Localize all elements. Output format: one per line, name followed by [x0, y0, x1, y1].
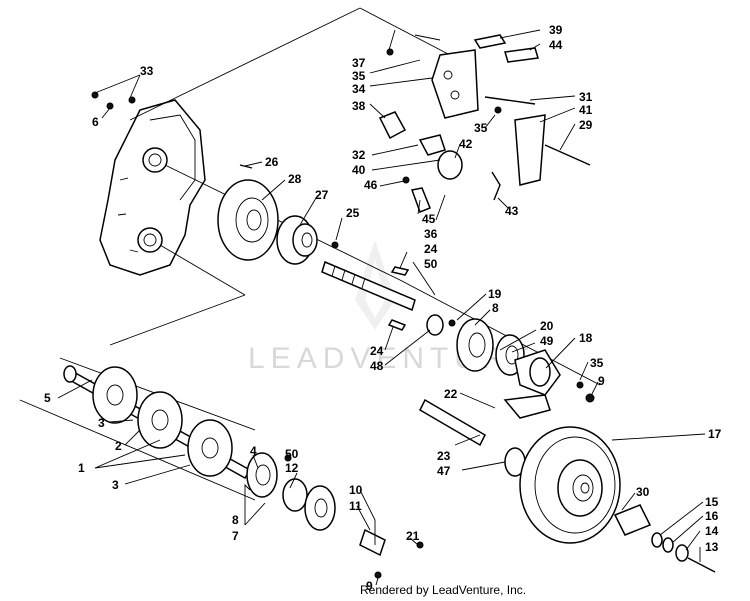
callout-48: 48 — [370, 359, 384, 373]
callout-50-bottom: 50 — [285, 447, 299, 461]
callout-18: 18 — [579, 331, 593, 345]
jackshaft-bearing-assembly — [426, 314, 595, 403]
render-credit: Rendered by LeadVenture, Inc. — [360, 583, 527, 597]
callout-11: 11 — [349, 499, 362, 513]
callout-25: 25 — [346, 206, 360, 220]
callout-36: 36 — [424, 227, 438, 241]
screw-26 — [239, 164, 253, 169]
callout-23: 23 — [437, 449, 451, 463]
callout-15: 15 — [705, 495, 719, 509]
callout-4: 4 — [250, 444, 257, 458]
callout-43: 43 — [505, 204, 519, 218]
callout-29: 29 — [579, 118, 593, 132]
brake-disc-17 — [519, 426, 621, 544]
callout-24-bottom: 24 — [370, 344, 384, 358]
callout-35-top: 35 — [352, 69, 366, 83]
axle-bearing-assembly — [246, 452, 424, 579]
callout-34: 34 — [352, 82, 366, 96]
callout-38: 38 — [352, 99, 366, 113]
callout-1: 1 — [78, 461, 85, 475]
callout-21: 21 — [406, 529, 420, 543]
callout-16: 16 — [705, 509, 719, 523]
callout-7: 7 — [232, 529, 239, 543]
callout-26: 26 — [265, 155, 279, 169]
callout-5: 5 — [44, 391, 51, 405]
callout-2: 2 — [115, 439, 122, 453]
callout-33: 33 — [140, 64, 154, 78]
key-24b — [387, 319, 407, 331]
callout-19: 19 — [488, 287, 502, 301]
callout-32: 32 — [352, 148, 366, 162]
callout-27: 27 — [315, 188, 329, 202]
callout-12: 12 — [285, 461, 299, 475]
callout-37: 37 — [352, 56, 366, 70]
callout-9-right: 9 — [598, 374, 605, 388]
callout-labels: 33 6 26 28 27 25 24 50 24 48 19 8 20 49 … — [44, 23, 722, 593]
disc-hardware — [613, 504, 716, 573]
callout-3-bottom: 3 — [112, 478, 119, 492]
callout-28: 28 — [288, 172, 302, 186]
callout-8-top: 8 — [492, 301, 499, 315]
chaincase-housing — [99, 99, 206, 276]
brake-disc — [217, 179, 279, 261]
callout-39: 39 — [549, 23, 563, 37]
callout-10: 10 — [349, 483, 363, 497]
jackshaft — [321, 260, 416, 331]
brake-caliper-assembly — [91, 34, 591, 213]
callout-46: 46 — [364, 178, 378, 192]
callout-14: 14 — [705, 524, 719, 538]
callout-3-top: 3 — [98, 416, 105, 430]
callout-44: 44 — [549, 38, 563, 52]
callout-30: 30 — [636, 485, 650, 499]
callout-41: 41 — [579, 103, 593, 117]
callout-20: 20 — [540, 319, 554, 333]
callout-45: 45 — [422, 212, 436, 226]
key-24a — [390, 266, 410, 276]
axis-lines — [19, 7, 601, 501]
bolt-25 — [331, 241, 339, 249]
callout-47: 47 — [437, 464, 451, 478]
drive-sprocket-1 — [92, 366, 138, 424]
callout-42: 42 — [459, 137, 473, 151]
callout-24-top: 24 — [424, 242, 438, 256]
callout-50-top: 50 — [424, 257, 438, 271]
callout-49: 49 — [540, 334, 554, 348]
callout-6: 6 — [92, 115, 99, 129]
callout-22: 22 — [444, 387, 458, 401]
driven-sprocket — [276, 215, 318, 265]
callout-35-mid: 35 — [474, 121, 488, 135]
callout-31: 31 — [579, 90, 593, 104]
leader-lines — [57, 29, 706, 586]
drive-sprocket-3 — [187, 419, 233, 477]
callout-13: 13 — [705, 540, 719, 554]
callout-9-bottom: 9 — [366, 579, 373, 593]
callout-40: 40 — [352, 163, 366, 177]
callout-17: 17 — [708, 427, 722, 441]
drive-sprocket-2 — [137, 391, 183, 449]
callout-8-bottom: 8 — [232, 513, 239, 527]
callout-35-right: 35 — [590, 356, 604, 370]
caliper-bracket — [419, 394, 551, 477]
